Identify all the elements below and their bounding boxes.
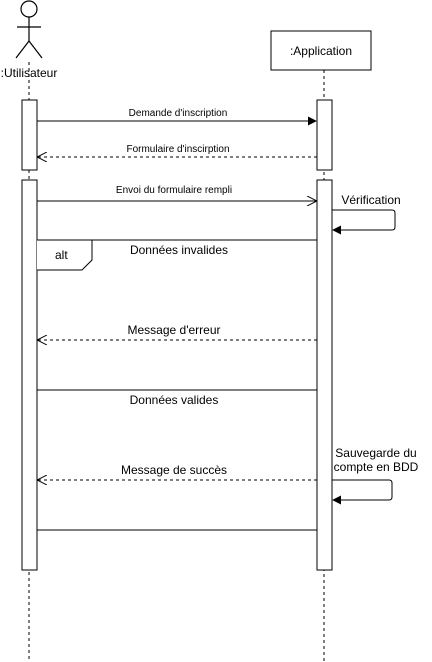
app-object-box <box>270 30 372 71</box>
message-verification-arrow <box>332 209 396 235</box>
app-activation-1 <box>316 99 333 171</box>
alt-operator-label: alt <box>55 248 68 262</box>
alt-guard-invalid: Données invalides <box>130 243 228 257</box>
message-succes-label: Message de succès <box>121 463 227 477</box>
message-formulaire-label: Formulaire d'inscirption <box>126 144 229 155</box>
user-activation-2 <box>21 179 38 571</box>
message-sauvegarde-label-line2: compte en BDD <box>334 460 419 474</box>
alt-guard-valid: Données valides <box>130 393 219 407</box>
message-sauvegarde-label-line1: Sauvegarde du <box>335 446 416 460</box>
message-erreur-label: Message d'erreur <box>128 323 221 337</box>
app-object-label: :Application <box>290 44 352 58</box>
user-activation-1 <box>21 99 38 171</box>
alt-operator-box <box>37 239 93 271</box>
user-actor-label: :Utilisateur <box>1 66 58 80</box>
message-demande-label: Demande d'inscription <box>129 108 228 119</box>
user-actor-icon <box>15 0 43 59</box>
message-envoi-label: Envoi du formulaire rempli <box>116 185 232 196</box>
message-sauvegarde-arrow <box>332 479 393 505</box>
app-activation-2 <box>316 179 333 571</box>
message-verification-label: Vérification <box>341 193 400 207</box>
